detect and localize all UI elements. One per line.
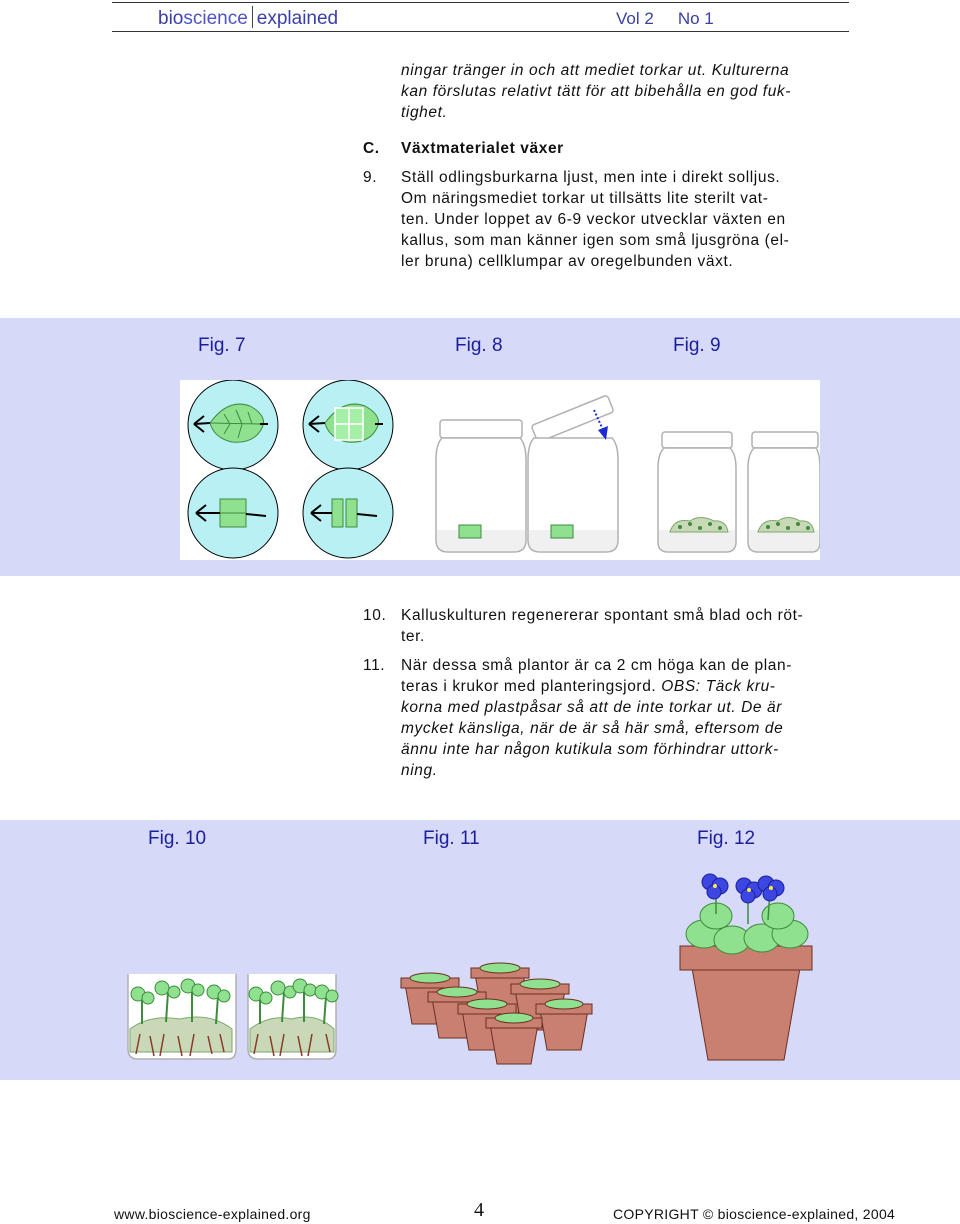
journal-brand: bioscience explained: [158, 6, 338, 30]
small-pot: [485, 1012, 543, 1065]
jar-open-explant: [435, 419, 527, 553]
footer-copyright: COPYRIGHT © bioscience-explained, 2004: [613, 1206, 896, 1222]
brand-bio: bio: [158, 8, 184, 29]
intro-line-3: tighet.: [401, 104, 448, 121]
dish-leaf-whole: [187, 380, 279, 471]
figures-7-8-9-illustration: [180, 380, 820, 560]
issue-label: Vol 2 No 1: [616, 9, 714, 29]
brand-explained: explained: [256, 8, 339, 29]
small-pot: [535, 998, 593, 1051]
fig-9-label: Fig. 9: [673, 335, 721, 356]
fig-12-label: Fig. 12: [697, 828, 756, 849]
step-9-number: 9.: [363, 169, 378, 186]
step-10-line-2: ter.: [401, 628, 425, 645]
dish-leaf-split: [302, 467, 394, 559]
jar-callus-2: [747, 431, 820, 553]
fig-7-label: Fig. 7: [198, 335, 246, 356]
page-number: 4: [474, 1199, 484, 1221]
step-9-line-1: Ställ odlingsburkarna ljust, men inte i …: [401, 169, 781, 186]
header-top-rule: [112, 2, 849, 3]
volume-label: Vol 2: [616, 9, 654, 28]
jar-lid-off-explant: [527, 395, 619, 553]
step-9-line-2: Om näringsmediet torkar ut tillsätts lit…: [401, 190, 769, 207]
step-11-line-5: ännu inte har någon kutikula som förhind…: [401, 741, 779, 758]
step-10-line-1: Kalluskulturen regenererar spontant små …: [401, 607, 804, 624]
section-letter: C.: [363, 140, 380, 157]
intro-line-2: kan förslutas relativt tätt för att bibe…: [401, 83, 792, 100]
footer-website: www.bioscience-explained.org: [114, 1206, 311, 1222]
section-title: Växtmaterialet växer: [401, 140, 564, 157]
step-11-number: 11.: [363, 657, 386, 674]
dish-leaf-cut: [302, 380, 394, 471]
step-10-number: 10.: [363, 607, 387, 624]
jar-plantlets-2: [247, 974, 339, 1060]
step-11-line-6: ning.: [401, 762, 438, 779]
step-11-line-2-italic: OBS: Täck kru-: [656, 678, 776, 695]
jar-plantlets-1: [127, 974, 237, 1060]
brand-science: science: [183, 8, 248, 29]
number-label: No 1: [677, 9, 714, 28]
step-11-line-3: korna med plastpåsar så att de inte tork…: [401, 699, 782, 716]
fig-8-label: Fig. 8: [455, 335, 503, 356]
figures-10-11-12-illustration: [127, 873, 813, 1065]
fig-10-label: Fig. 10: [148, 828, 207, 849]
step-11-line-4: mycket känsliga, när de är så här små, e…: [401, 720, 784, 737]
fig-11-label: Fig. 11: [423, 828, 480, 849]
step-9-line-3: ten. Under loppet av 6-9 veckor utveckla…: [401, 211, 786, 228]
large-pot-with-violet: [679, 873, 813, 1061]
intro-line-1: ningar tränger in och att mediet torkar …: [401, 62, 790, 79]
step-9-line-5: ler bruna) cellklumpar av oregelbunden v…: [401, 253, 734, 270]
brand-divider: [251, 6, 253, 28]
step-11-line-2: teras i krukor med planteringsjord. OBS:…: [401, 676, 776, 697]
step-9-line-4: kallus, som man känner igen som små ljus…: [401, 232, 790, 249]
step-11-line-1: När dessa små plantor är ca 2 cm höga ka…: [401, 657, 792, 674]
step-11-line-2-plain: teras i krukor med planteringsjord.: [401, 678, 657, 695]
header-bottom-rule: [112, 31, 849, 32]
small-pots-group: [400, 962, 593, 1065]
dish-leaf-square: [187, 467, 279, 559]
jar-callus-1: [657, 431, 737, 553]
